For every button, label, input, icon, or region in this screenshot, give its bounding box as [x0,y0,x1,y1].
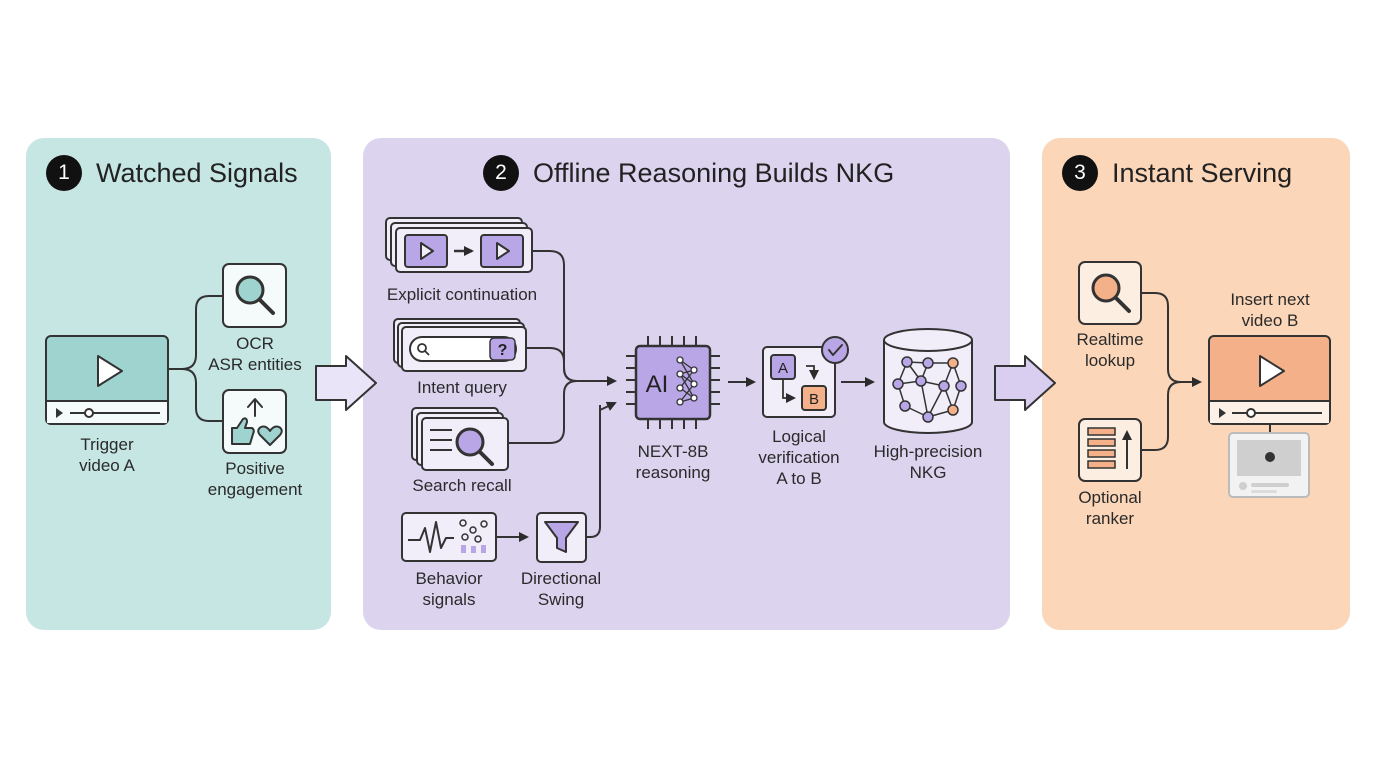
label-line: Positive [225,459,285,478]
flow-arrow-2-3 [994,355,1056,411]
waveform-icon [408,521,454,553]
pin-icon [1265,452,1275,462]
label-line: Trigger [80,435,134,454]
step-number-3: 3 [1062,155,1098,191]
trigger-video-icon [45,335,169,425]
intent-query-icon: ? [393,318,527,372]
title-text-serving: Instant Serving [1112,157,1293,188]
behavior-signals-icon [401,512,497,562]
label-realtime-lookup: Realtime lookup [1060,329,1160,371]
play-icon [1259,355,1285,387]
label-line: A to B [776,469,822,488]
label-line: Logical [772,427,826,446]
label-optional-ranker: Optional ranker [1060,487,1160,529]
label-line: Realtime [1076,330,1144,349]
heart-icon [257,425,283,446]
label-line: Intent query [417,378,507,397]
label-line: Optional [1078,488,1142,507]
explicit-continuation-icon [385,217,533,273]
label-trigger-video: Trigger video A [57,434,157,476]
label-directional-swing: Directional Swing [509,568,613,610]
label-search-recall: Search recall [402,475,522,496]
arrow-up-icon [247,398,263,417]
label-explicit-continuation: Explicit continuation [372,284,552,305]
query-mark: ? [498,342,508,359]
title-text-offline: Offline Reasoning Builds NKG [533,157,895,188]
label-line: NEXT-8B [637,442,709,461]
label-line: Explicit continuation [386,285,538,304]
label-logical-verification: Logical verification A to B [744,426,854,489]
panel-title-watched: 1 Watched Signals [46,155,298,191]
funnel-icon [536,512,587,563]
title-text-watched: Watched Signals [96,157,298,188]
label-line: Search recall [412,476,512,495]
ai-chip-text: AI [646,371,669,398]
ranked-list-icon [1078,418,1142,482]
label-behavior-signals: Behavior signals [399,568,499,610]
search-icon [222,263,287,328]
label-high-precision-nkg: High-precision NKG [863,441,993,483]
insert-video-icon [1208,335,1331,425]
step-number-1: 1 [46,155,82,191]
label-line: verification [758,448,840,467]
nkg-database-icon [883,328,973,434]
label-line: ranker [1085,509,1135,528]
label-intent-query: Intent query [402,377,522,398]
node-a-text: A [778,360,788,377]
label-line: engagement [207,480,303,499]
play-icon [97,355,123,387]
label-line: Swing [537,590,585,609]
ai-chip-icon: AI [626,336,720,429]
label-line: NKG [909,463,947,482]
flow-arrow-1-2 [315,355,377,411]
label-positive-engagement: Positive engagement [195,458,315,500]
label-line: Directional [520,569,602,588]
panel-title-offline: 2 Offline Reasoning Builds NKG [483,155,894,191]
inserted-card-preview [1228,432,1310,498]
step-number-2: 2 [483,155,519,191]
label-insert-next-video: Insert next video B [1215,289,1325,331]
checkmark-icon [828,344,843,356]
thumbs-up-icon [222,389,287,454]
label-line: lookup [1084,351,1136,370]
logical-verification-icon: A B [762,336,849,418]
label-ocr-asr: OCR ASR entities [195,333,315,375]
label-line: reasoning [635,463,711,482]
label-line: signals [422,590,476,609]
label-next-reasoning: NEXT-8B reasoning [623,441,723,483]
label-line: High-precision [873,442,983,461]
label-line: Behavior [415,569,483,588]
realtime-search-icon [1078,261,1142,325]
label-line: video B [1241,311,1299,330]
panel-title-serving: 3 Instant Serving [1062,155,1292,191]
label-line: Insert next [1230,290,1310,309]
search-recall-icon [411,407,509,471]
label-line: video A [79,456,135,475]
label-line: OCR [236,334,274,353]
label-line: ASR entities [208,355,302,374]
node-b-text: B [809,391,819,408]
